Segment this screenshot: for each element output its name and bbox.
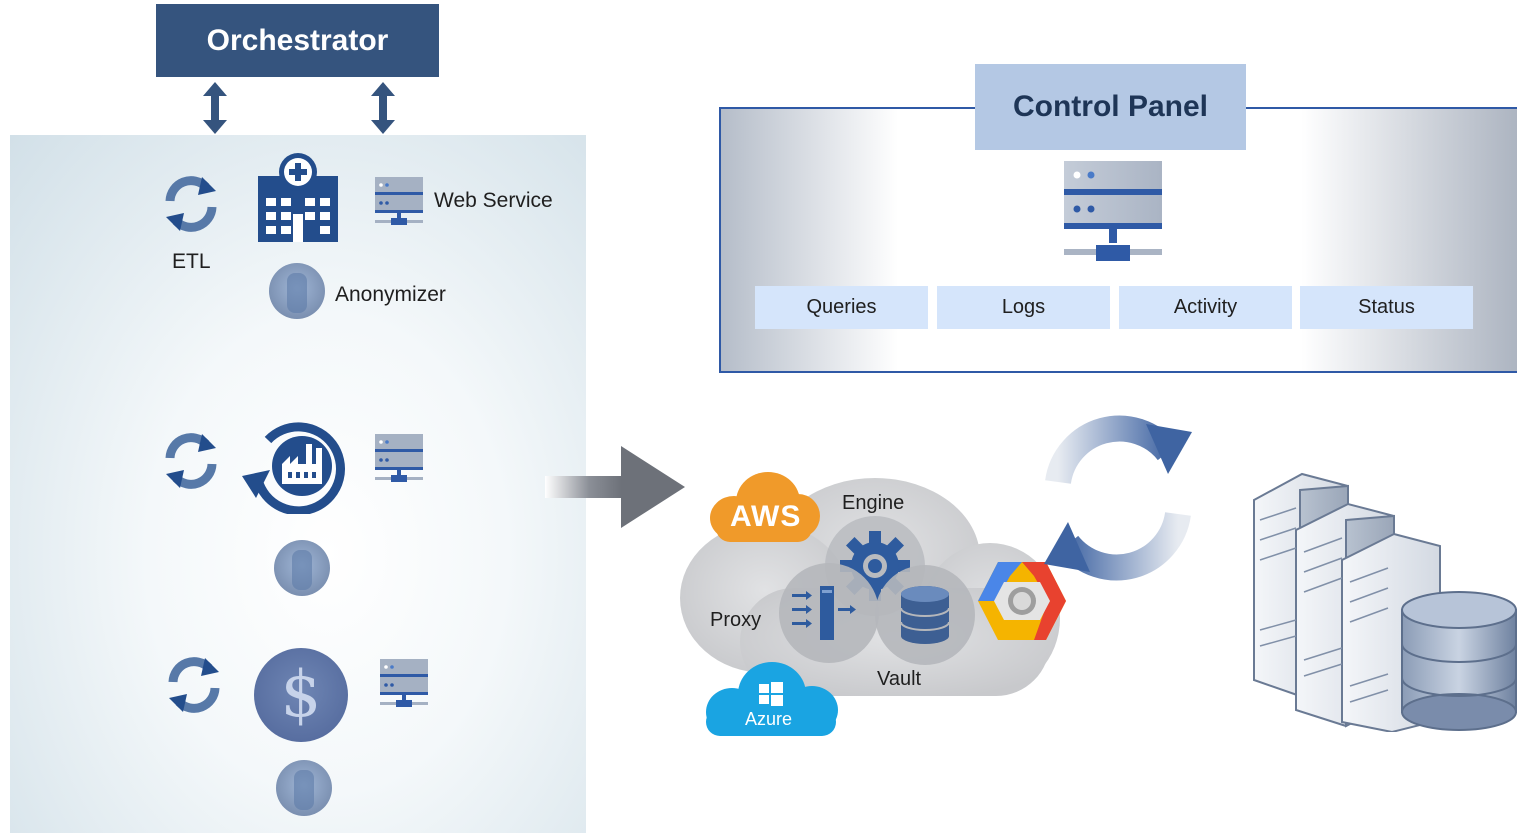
factory-cycle-icon bbox=[242, 422, 345, 514]
proxy-server-icon bbox=[779, 563, 879, 663]
tab-status[interactable]: Status bbox=[1300, 286, 1473, 329]
payer-dollar-icon: $ bbox=[254, 648, 348, 742]
tab-logs-label: Logs bbox=[1001, 296, 1046, 318]
control-panel-title-text: Control Panel bbox=[1012, 90, 1208, 123]
orchestrator-label: Orchestrator bbox=[206, 23, 389, 57]
etl-cycle-icon bbox=[168, 657, 220, 713]
vault-database-icon bbox=[875, 565, 975, 665]
etl-cycle-icon bbox=[165, 433, 217, 489]
server-icon bbox=[375, 177, 423, 225]
aws-label: AWS bbox=[730, 500, 802, 533]
server-icon bbox=[380, 659, 428, 707]
control-panel-title: Control Panel bbox=[975, 64, 1246, 150]
engine-label: Engine bbox=[842, 492, 905, 514]
azure-cloud-icon bbox=[706, 662, 838, 736]
google-cloud-icon bbox=[978, 562, 1066, 640]
flow-arrow-icon bbox=[545, 446, 685, 528]
anonymizer-label: Anonymizer bbox=[335, 283, 446, 306]
azure-label: Azure bbox=[745, 709, 793, 729]
double-arrow-right-icon bbox=[371, 82, 395, 134]
tab-queries-label: Queries bbox=[806, 296, 877, 318]
server-icon bbox=[375, 434, 423, 482]
tab-logs[interactable]: Logs bbox=[937, 286, 1110, 329]
control-panel-server-icon bbox=[1064, 161, 1162, 261]
aws-cloud-icon bbox=[710, 472, 820, 542]
hospital-icon bbox=[258, 153, 338, 242]
tab-status-label: Status bbox=[1358, 296, 1415, 318]
server-cluster-icon bbox=[1253, 472, 1517, 732]
anonymizer-icon bbox=[274, 540, 330, 596]
tab-activity-label: Activity bbox=[1173, 296, 1238, 318]
sync-cycle-icon bbox=[1044, 415, 1192, 581]
tab-queries[interactable]: Queries bbox=[755, 286, 928, 329]
dollar-symbol: $ bbox=[280, 658, 322, 732]
vault-label: Vault bbox=[877, 668, 922, 690]
double-arrow-left-icon bbox=[203, 82, 227, 134]
proxy-label: Proxy bbox=[710, 609, 762, 631]
tab-activity[interactable]: Activity bbox=[1119, 286, 1292, 329]
etl-cycle-icon bbox=[165, 176, 217, 232]
anonymizer-icon bbox=[276, 760, 332, 816]
orchestrator-box: Orchestrator bbox=[156, 4, 439, 77]
etl-label: ETL bbox=[172, 250, 211, 273]
web-service-label: Web Service bbox=[434, 189, 553, 212]
anonymizer-icon bbox=[269, 263, 325, 319]
